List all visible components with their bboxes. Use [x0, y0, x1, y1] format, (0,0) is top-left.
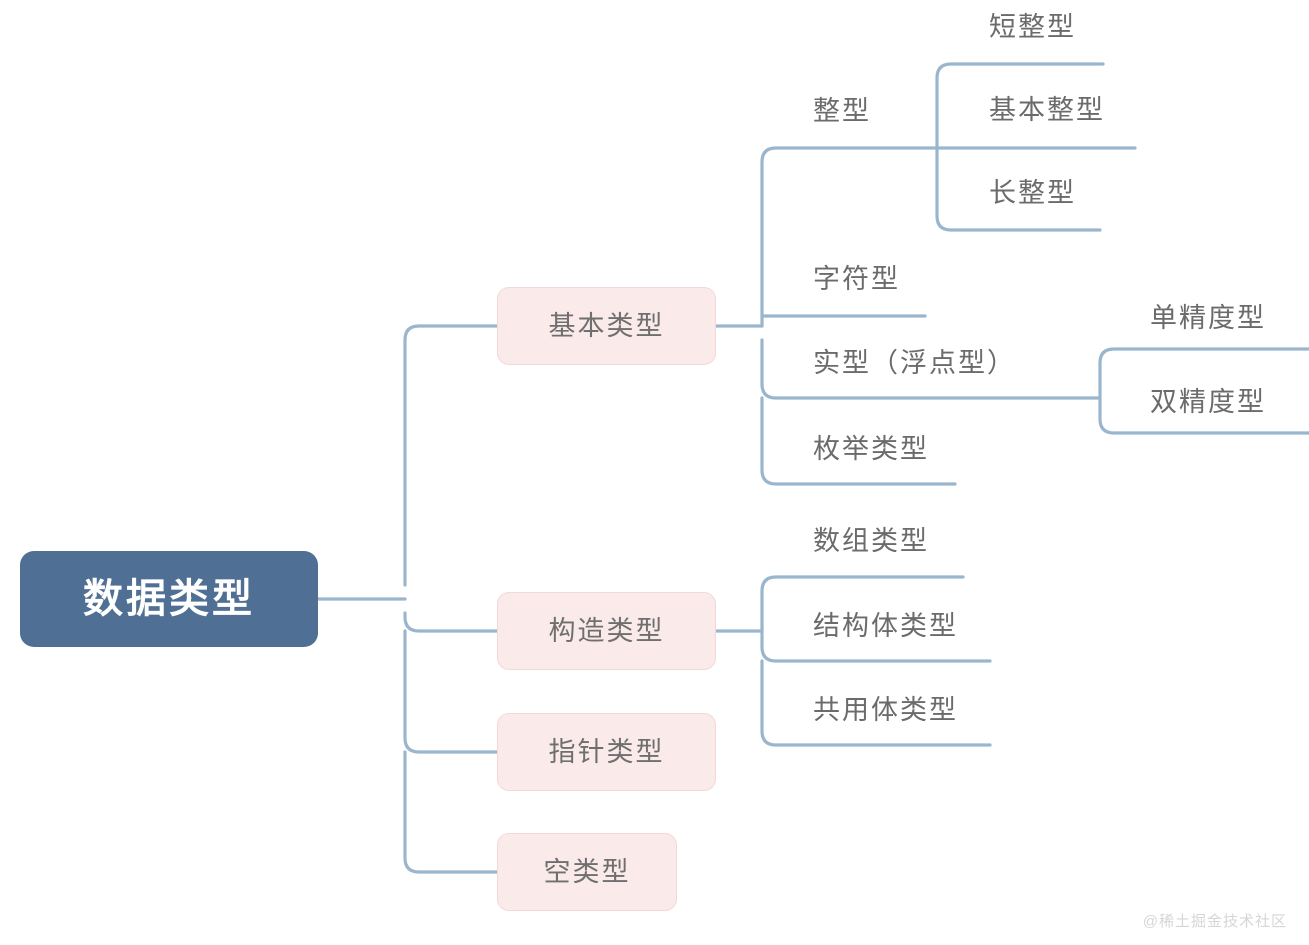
leaf-label-integer[interactable]: 整型 [813, 96, 871, 126]
root-node[interactable]: 数据类型 [20, 551, 318, 647]
branch-node-label: 构造类型 [548, 615, 665, 646]
leaf-label-array-type[interactable]: 数组类型 [813, 526, 929, 556]
watermark: @稀土掘金技术社区 [1142, 913, 1287, 930]
edge-root-to-void [403, 750, 499, 874]
branch-node-label: 指针类型 [548, 736, 665, 767]
leaf-label-enum[interactable]: 枚举类型 [813, 434, 929, 464]
branch-node-label: 空类型 [543, 856, 631, 887]
root-node-label: 数据类型 [83, 577, 255, 621]
branch-node-pointer-type[interactable]: 指针类型 [497, 713, 716, 791]
branch-node-struct-type[interactable]: 构造类型 [497, 592, 716, 670]
branch-node-label: 基本类型 [548, 310, 665, 341]
edge-root-to-pointer [403, 629, 499, 754]
leaf-label-double-precision[interactable]: 双精度型 [1150, 387, 1266, 417]
leaf-label-union-type[interactable]: 共用体类型 [813, 695, 958, 725]
edge-root-to-basic [403, 324, 499, 587]
branch-node-basic-type[interactable]: 基本类型 [497, 287, 716, 365]
leaf-label-single-precision[interactable]: 单精度型 [1150, 303, 1266, 333]
branch-node-void-type[interactable]: 空类型 [497, 833, 677, 911]
edge-root-to-struct [403, 611, 499, 633]
edge-basic-to-int [760, 146, 937, 328]
leaf-label-long-int[interactable]: 长整型 [989, 178, 1076, 208]
leaf-label-record-type[interactable]: 结构体类型 [813, 611, 958, 641]
leaf-label-char[interactable]: 字符型 [813, 264, 900, 294]
leaf-label-float[interactable]: 实型（浮点型） [813, 348, 1016, 378]
leaf-label-basic-int[interactable]: 基本整型 [989, 95, 1105, 125]
leaf-label-short-int[interactable]: 短整型 [989, 12, 1076, 42]
